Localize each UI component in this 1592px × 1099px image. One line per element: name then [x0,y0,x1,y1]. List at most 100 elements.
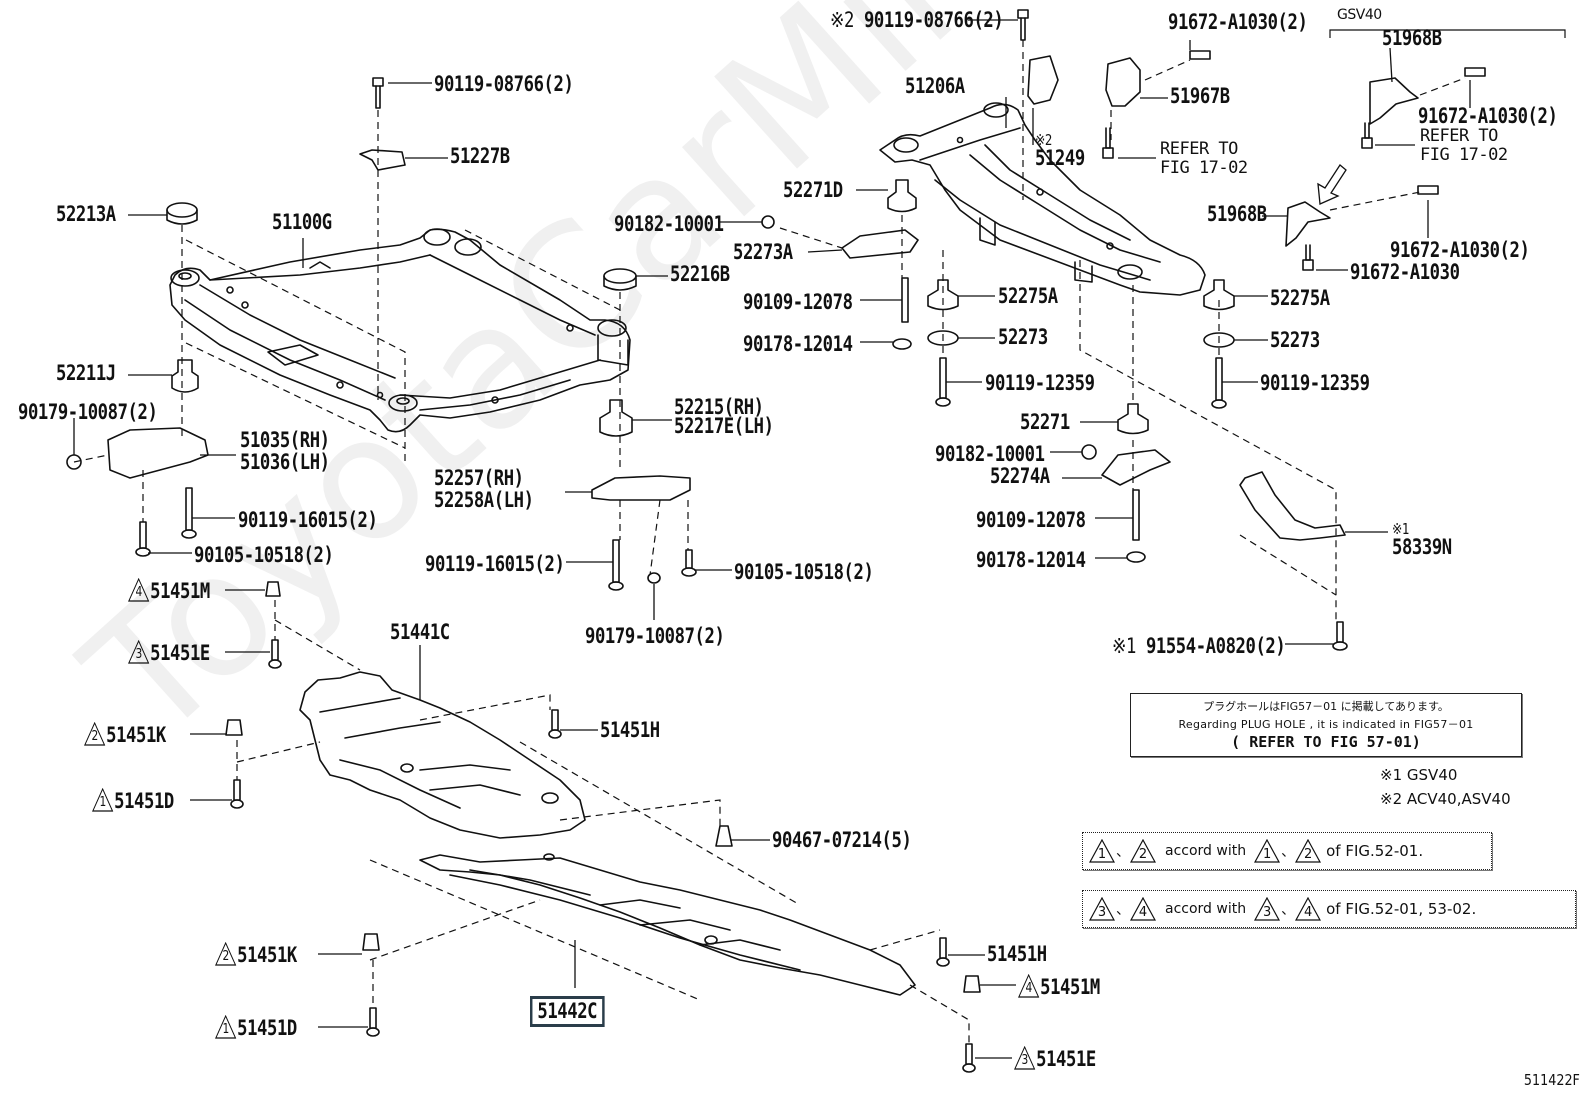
part-label-51451h-a[interactable]: 51451H [600,720,660,741]
part-number: 90179-10087(2) [585,624,725,648]
part-number: 90182-10001 [614,212,724,236]
part-label-52258a[interactable]: 52258A(LH) [434,490,534,511]
part-label-51206a[interactable]: 51206A [905,76,965,97]
part-label-52217e[interactable]: 52217E(LH) [674,416,774,437]
part-label-52257[interactable]: 52257(RH) [434,468,524,489]
part-label-52275a-a[interactable]: 52275A [998,286,1058,307]
part-label-90119-08766-a[interactable]: 90119-08766(2) [434,74,574,95]
part-label-90119-16015-a[interactable]: 90119-16015(2) [238,508,378,532]
part-number: 91672-A1030(2) [1168,10,1308,34]
triangle-note-1-icon: 1 [1254,839,1281,863]
variant-note-mark: ※1 [1392,520,1409,538]
part-label-90182-10001-a[interactable]: 90182-10001 [614,214,724,235]
part-label-90119-16015-b[interactable]: 90119-16015(2) [425,554,565,575]
triangle-note-3-icon: 3 [1014,1046,1036,1070]
accord-figure-ref[interactable]: of FIG.52-01. [1326,842,1424,860]
part-number: 51441C [390,620,450,644]
part-label-52273a[interactable]: 52273A [733,242,793,263]
part-label-51227b[interactable]: 51227B [450,146,510,167]
part-label-52273-a[interactable]: 52273 [998,327,1048,348]
part-label-58339n[interactable]: ※1 58339N [1392,522,1452,558]
part-label-52271d[interactable]: 52271D [783,180,843,201]
part-number: 51451K [237,943,297,967]
part-label-51035[interactable]: 51035(RH) [240,430,330,451]
part-number: 90109-12078 [743,290,853,314]
part-label-52275a-b[interactable]: 52275A [1270,288,1330,309]
part-number: 90119-16015(2) [238,508,378,532]
part-label-90119-08766-b[interactable]: ※2 90119-08766(2) [830,10,1004,31]
part-label-91672-a1030-c[interactable]: 91672-A1030(2) [1390,240,1530,261]
part-label-90109-12078-b[interactable]: 90109-12078 [976,510,1086,531]
plug-note-japanese: プラグホールはFIG57－01 に掲載してあります。 [1203,700,1449,713]
variant-note-mark: ※2 [1035,131,1052,149]
part-label-90179-10087-a[interactable]: 90179-10087(2) [18,402,158,423]
part-label-52216b[interactable]: 52216B [670,264,730,285]
engine-under-cover-51441c [299,671,586,839]
part-label-90178-12014-a[interactable]: 90178-12014 [743,334,853,355]
part-label-90178-12014-b[interactable]: 90178-12014 [976,550,1086,571]
accord-figure-ref[interactable]: of FIG.52-01, 53-02. [1326,900,1477,918]
part-label-52215[interactable]: 52215(RH) [674,397,764,418]
part-number: 90178-12014 [743,332,853,356]
plug-note-english: Regarding PLUG HOLE , it is indicated in… [1178,718,1474,731]
part-label-90467-07214[interactable]: 90467-07214(5) [772,830,912,851]
part-label-51967b[interactable]: 51967B [1170,86,1230,107]
part-label-91672-a1030-d[interactable]: 91672-A1030 [1350,262,1460,283]
part-label-51441c[interactable]: 51441C [390,622,450,643]
triangle-note-1-icon: 1 [92,788,114,812]
part-label-90119-12359-a[interactable]: 90119-12359 [985,373,1095,394]
part-number: 51451E [150,641,210,665]
legend-mark: ※1 [1380,766,1403,784]
part-label-refer-a[interactable]: REFER TO FIG 17-02 [1160,140,1248,177]
part-number: 91672-A1030 [1350,260,1460,284]
part-label-90105-10518-a[interactable]: 90105-10518(2) [194,543,334,567]
part-label-90109-12078-a[interactable]: 90109-12078 [743,292,853,313]
part-label-51968b-a[interactable]: 51968B [1382,28,1442,49]
part-label-91672-a1030-b[interactable]: 91672-A1030(2) [1418,106,1558,127]
part-label-51968b-b[interactable]: 51968B [1207,204,1267,225]
part-label-52273-b[interactable]: 52273 [1270,330,1320,351]
plug-note-reference[interactable]: ( REFER TO FIG 57-01) [1231,733,1421,751]
part-label-51036[interactable]: 51036(LH) [240,452,330,473]
part-label-52211j[interactable]: 52211J [56,363,116,384]
part-number: 90105-10518(2) [194,543,334,567]
separator: 、 [1116,844,1130,860]
accord-text: accord with [1165,901,1247,917]
part-label-51442c[interactable]: 51442C [530,996,605,1027]
part-number: 51451M [150,579,210,603]
part-number: 51968B [1207,202,1267,226]
part-label-51451h-b[interactable]: 51451H [987,944,1047,965]
part-number: 90182-10001 [935,442,1045,466]
part-number: 90119-12359 [1260,371,1370,395]
part-number: 90109-12078 [976,508,1086,532]
part-label-90182-10001-b[interactable]: 90182-10001 [935,444,1045,465]
part-label-52271[interactable]: 52271 [1020,412,1070,433]
part-label-90105-10518-b[interactable]: 90105-10518(2) [734,562,874,583]
part-label-90119-12359-b[interactable]: 90119-12359 [1260,373,1370,394]
part-label-52213a[interactable]: 52213A [56,204,116,225]
part-number: 52275A [998,284,1058,308]
accord-text: accord with [1165,843,1247,859]
part-label-refer-b[interactable]: REFER TO FIG 17-02 [1420,127,1508,164]
part-label-91554-a0820[interactable]: ※1 91554-A0820(2) [1112,636,1286,657]
part-label-52274a[interactable]: 52274A [990,466,1050,487]
part-label-51100g[interactable]: 51100G [272,212,332,233]
fasteners [66,9,1486,1073]
part-label-91672-a1030-a[interactable]: 91672-A1030(2) [1168,10,1308,34]
part-number: 58339N [1392,535,1452,559]
part-number: 51451E [1036,1047,1096,1071]
part-label-90179-10087-b[interactable]: 90179-10087(2) [585,624,725,648]
part-number: 90178-12014 [976,548,1086,572]
part-label-51249[interactable]: ※2 51249 [1035,133,1085,169]
part-number: 51227B [450,144,510,168]
